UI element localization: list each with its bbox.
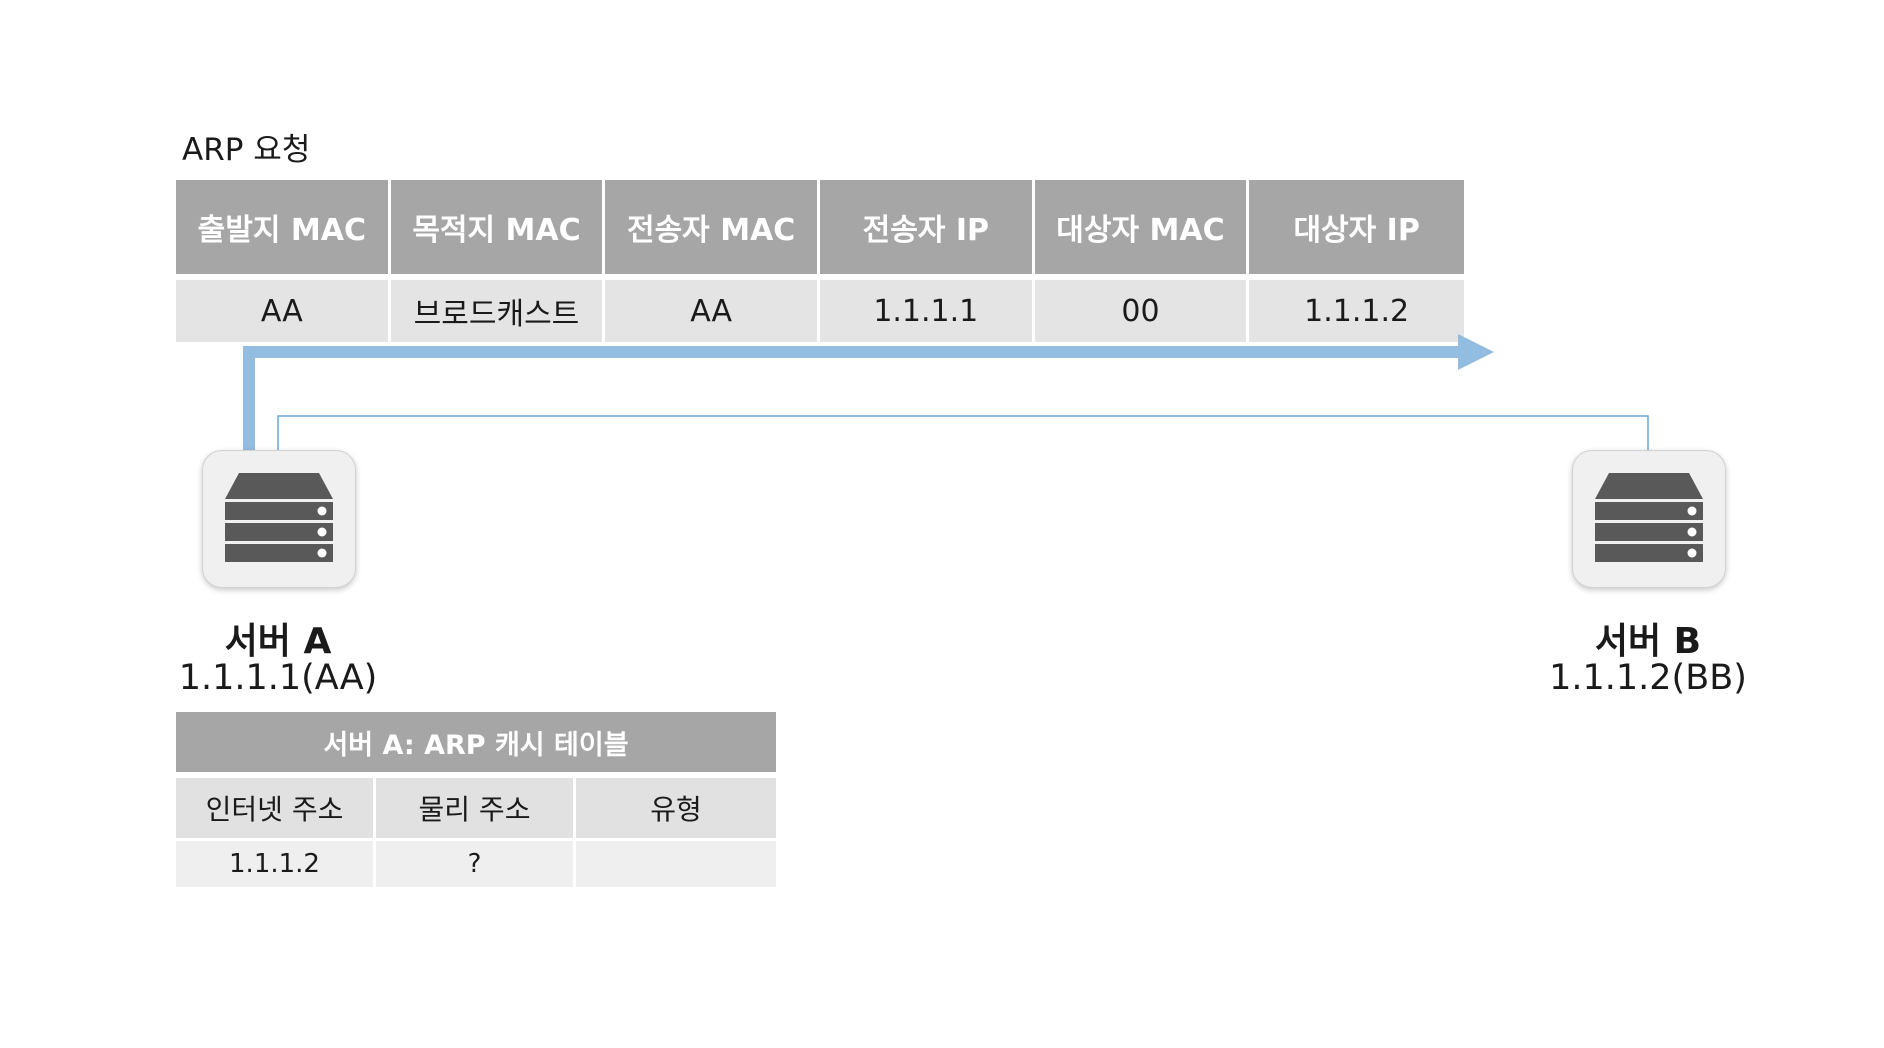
cache-row: 1.1.1.2 ? [176, 841, 776, 887]
cell-type [576, 841, 776, 887]
header-sender-mac: 전송자 MAC [605, 180, 820, 280]
server-b-node[interactable] [1572, 450, 1726, 588]
header-source-mac: 출발지 MAC [176, 180, 391, 280]
arrow-head [1458, 334, 1494, 370]
value-sender-ip: 1.1.1.1 [819, 280, 1035, 342]
arp-request-table: 출발지 MAC 목적지 MAC 전송자 MAC 전송자 IP 대상자 MAC 대… [176, 180, 1464, 342]
cache-header-row: 인터넷 주소 물리 주소 유형 [176, 778, 776, 841]
server-icon [1595, 473, 1703, 562]
arp-cache-table: 서버 A: ARP 캐시 테이블 인터넷 주소 물리 주소 유형 1.1.1.2… [176, 712, 776, 887]
value-source-mac: AA [176, 280, 391, 342]
server-a-node[interactable] [202, 450, 356, 588]
header-physical-address: 물리 주소 [376, 778, 576, 841]
network-link-line [277, 415, 1649, 451]
server-b-name: 서버 B [1594, 621, 1702, 662]
server-b-address: 1.1.1.2(BB) [1549, 658, 1747, 698]
arp-header-row: 출발지 MAC 목적지 MAC 전송자 MAC 전송자 IP 대상자 MAC 대… [176, 180, 1464, 280]
cache-table-title: 서버 A: ARP 캐시 테이블 [176, 712, 776, 778]
cell-internet-address: 1.1.1.2 [176, 841, 376, 887]
arp-request-title: ARP 요청 [182, 132, 311, 168]
broadcast-arrow [243, 346, 1462, 451]
cache-title-row: 서버 A: ARP 캐시 테이블 [176, 712, 776, 778]
cell-physical-address: ? [376, 841, 576, 887]
header-type: 유형 [576, 778, 776, 841]
header-sender-ip: 전송자 IP [819, 180, 1035, 280]
header-internet-address: 인터넷 주소 [176, 778, 376, 841]
value-target-ip: 1.1.1.2 [1249, 280, 1464, 342]
header-target-mac: 대상자 MAC [1034, 180, 1250, 280]
value-destination-mac: 브로드캐스트 [390, 280, 606, 342]
value-target-mac: 00 [1034, 280, 1250, 342]
header-target-ip: 대상자 IP [1249, 180, 1464, 280]
value-sender-mac: AA [605, 280, 820, 342]
server-a-name: 서버 A [224, 621, 332, 662]
header-destination-mac: 목적지 MAC [390, 180, 606, 280]
server-a-address: 1.1.1.1(AA) [178, 658, 378, 698]
arp-value-row: AA 브로드캐스트 AA 1.1.1.1 00 1.1.1.2 [176, 280, 1464, 342]
server-icon [225, 473, 333, 562]
